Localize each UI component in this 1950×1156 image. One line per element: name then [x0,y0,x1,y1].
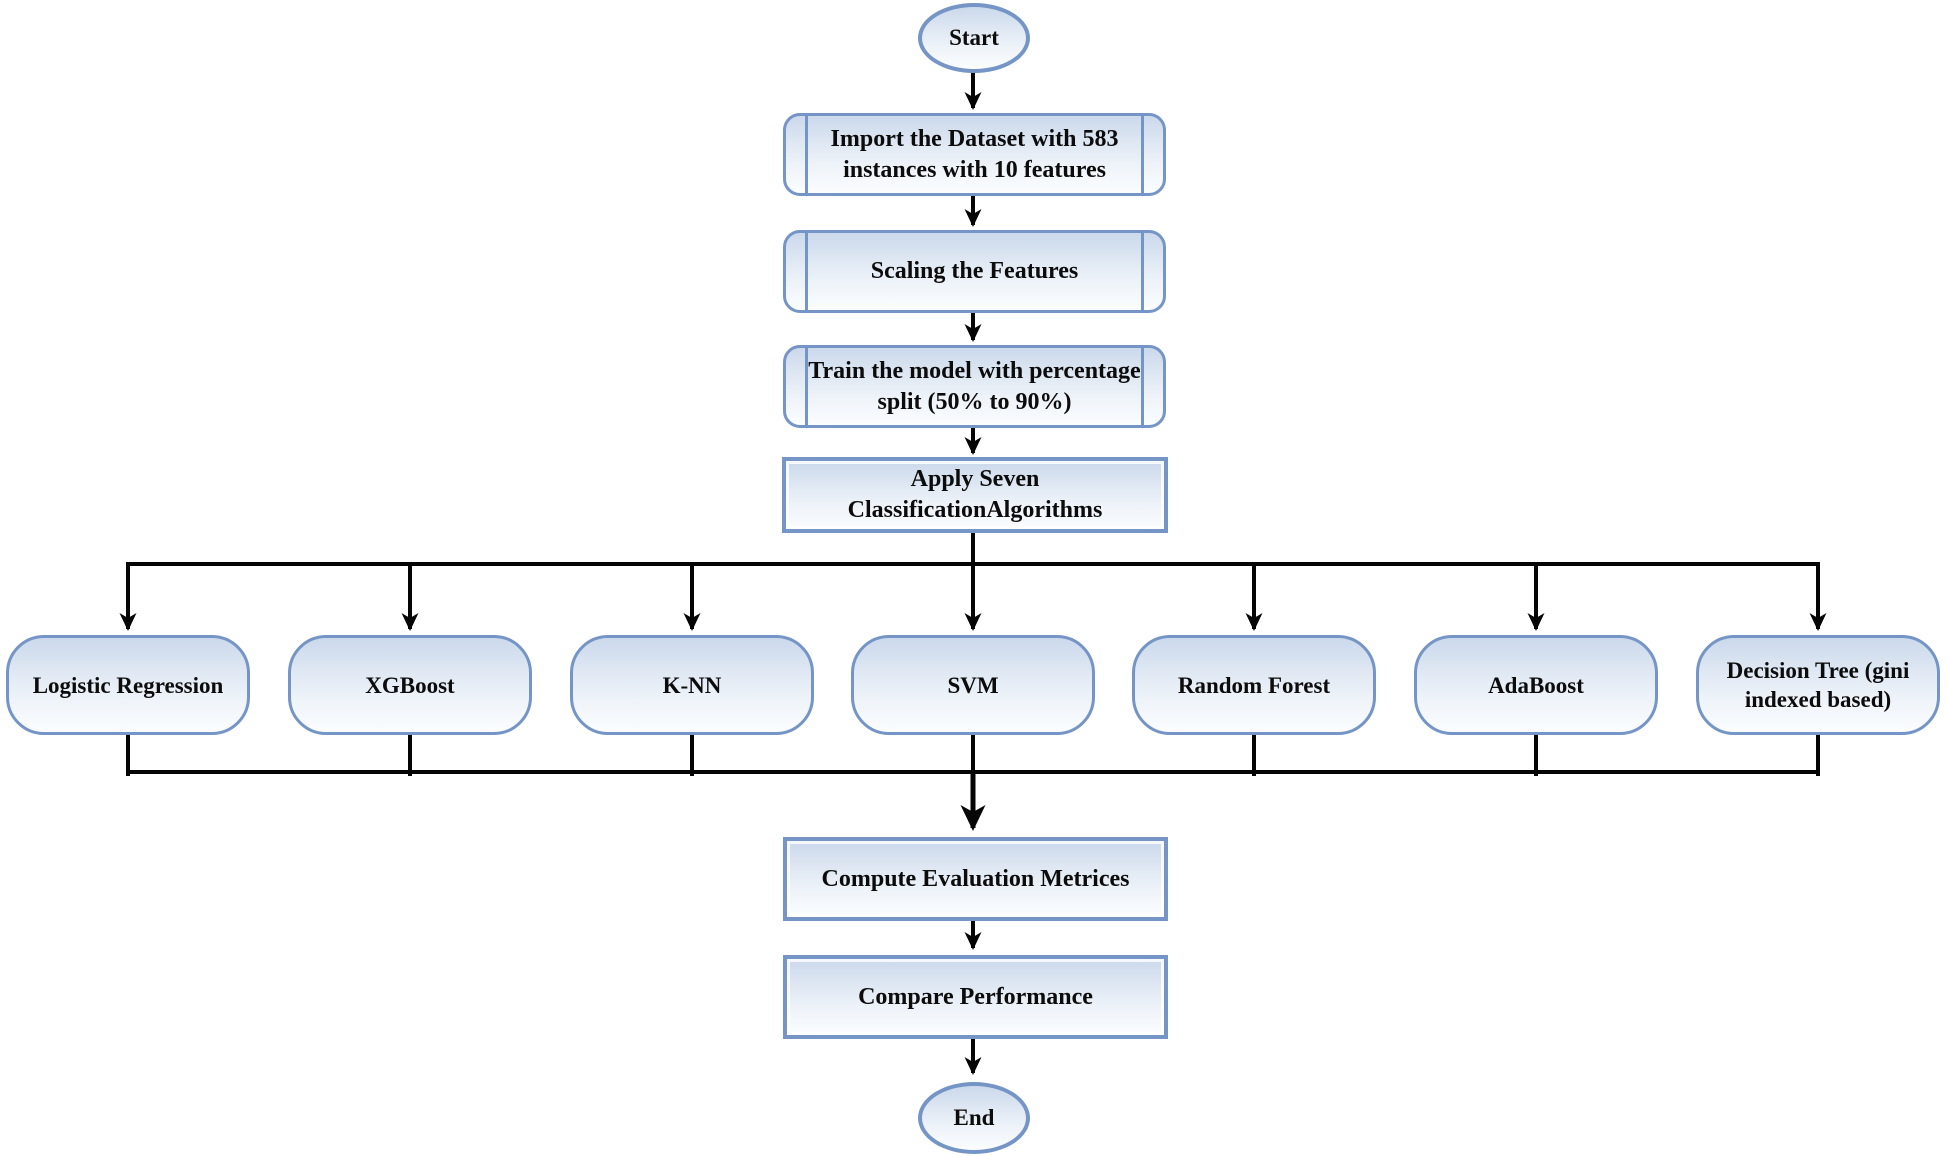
predefined-side-bar-right [1141,348,1144,425]
algo-label: Random Forest [1177,672,1331,698]
compute-metrics-node: Compute Evaluation Metrices [783,837,1168,921]
algo-label: Decision Tree (gini indexed based) [1726,658,1910,712]
algo-label: SVM [947,672,999,698]
import-dataset-label: Import the Dataset with 583 instances wi… [830,125,1119,183]
apply-algorithms-label: Apply Seven ClassificationAlgorithms [847,466,1103,523]
end-label: End [953,1105,995,1130]
import-dataset-node: Import the Dataset with 583 instances wi… [783,113,1166,196]
predefined-side-bar-left [805,233,808,310]
algo-node-adaboost: AdaBoost [1414,635,1658,735]
end-node: End [918,1082,1030,1154]
predefined-side-bar-right [1141,233,1144,310]
start-label: Start [949,25,999,50]
algo-node-logistic-regression: Logistic Regression [6,635,250,735]
algo-node-decision-tree: Decision Tree (gini indexed based) [1696,635,1940,735]
algo-node-random-forest: Random Forest [1132,635,1376,735]
apply-algorithms-node: Apply Seven ClassificationAlgorithms [782,457,1168,533]
algo-label: Logistic Regression [32,672,224,698]
algo-node-xgboost: XGBoost [288,635,532,735]
predefined-side-bar-left [805,116,808,193]
algo-node-svm: SVM [851,635,1095,735]
scaling-features-node: Scaling the Features [783,230,1166,313]
scaling-features-label: Scaling the Features [870,258,1079,284]
algo-label: AdaBoost [1488,672,1584,698]
train-split-node: Train the model with percentage split (5… [783,345,1166,428]
predefined-side-bar-right [1141,116,1144,193]
compute-metrics-label: Compute Evaluation Metrices [821,865,1130,892]
algo-label: K-NN [662,672,722,698]
compare-performance-node: Compare Performance [783,955,1168,1039]
algo-node-knn: K-NN [570,635,814,735]
compare-performance-label: Compare Performance [858,983,1093,1010]
train-split-label: Train the model with percentage split (5… [808,357,1141,415]
start-node: Start [918,3,1030,73]
predefined-side-bar-left [805,348,808,425]
algo-label: XGBoost [365,672,455,698]
